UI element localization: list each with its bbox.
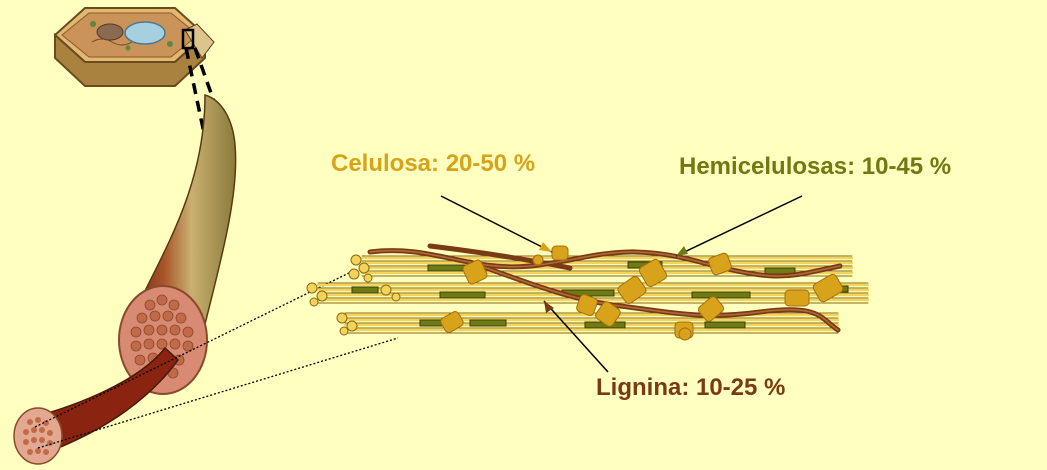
lignocellulose-bundle	[307, 246, 868, 340]
macrofibril	[119, 95, 236, 394]
label-lignina: Lignina: 10-25 %	[596, 374, 785, 402]
microfibril	[14, 348, 178, 464]
label-celulosa: Celulosa: 20-50 %	[331, 150, 535, 178]
label-hemicelulosas: Hemicelulosas: 10-45 %	[679, 153, 951, 181]
